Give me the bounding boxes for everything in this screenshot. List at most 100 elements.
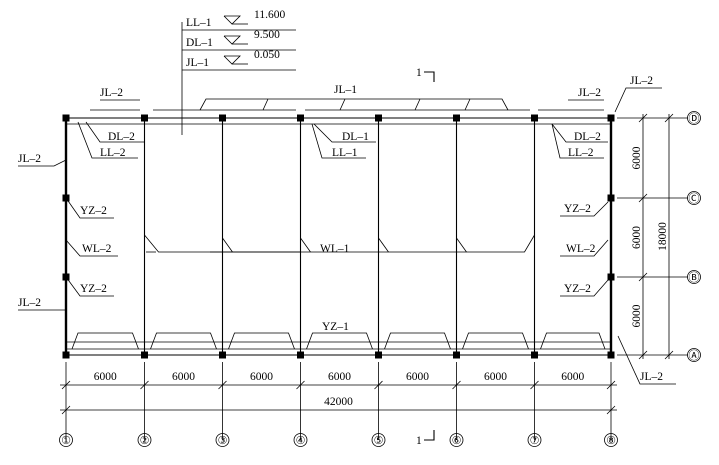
leader-jl2-bottom-right	[617, 335, 676, 385]
leader-dl2-left	[85, 121, 144, 143]
leader-yz2-right-upper	[560, 201, 609, 217]
dim-tick	[61, 380, 71, 390]
jl1-top-beam	[199, 98, 509, 111]
dim-bay-5: 6000	[406, 371, 429, 383]
elevation-triangle	[223, 15, 241, 25]
axis-label-col-6: ⑥	[452, 435, 462, 447]
label-yz2-right-lower: YZ–2	[564, 283, 591, 295]
wl1-girder	[144, 234, 535, 253]
dim-bay-7: 6000	[561, 371, 584, 383]
axis-bubble-col-7	[527, 433, 542, 447]
section-mark-bottom	[424, 430, 435, 441]
dim-tick	[638, 272, 648, 282]
axis-label-col-1: ①	[61, 435, 71, 447]
label-ll1-mid: LL–1	[332, 147, 358, 159]
axis-bubble-col-8	[604, 433, 618, 447]
dim-total-depth: 18000	[657, 222, 669, 251]
leader-jl2-corner-right	[614, 87, 662, 113]
column-square	[453, 351, 460, 359]
column-square	[607, 114, 615, 122]
yz1-bay-6	[462, 332, 529, 350]
column-square	[62, 351, 70, 359]
label-wl2-right: WL–2	[566, 243, 596, 255]
axis-bubble-row-Ⓐ	[687, 348, 701, 362]
elevation-value-3: 0.050	[254, 49, 280, 61]
elevation-triangle	[223, 55, 241, 65]
column-square	[375, 351, 382, 359]
axis-bubble-col-5	[371, 433, 386, 447]
column-square	[219, 351, 226, 359]
elevation-beam-3: JL–1	[186, 57, 209, 69]
axis-bubble-col-2	[137, 433, 152, 447]
leader-dl2-right	[551, 123, 608, 143]
dim-bay-4: 6000	[328, 371, 351, 383]
drawing-linework	[18, 15, 701, 447]
dim-tick	[452, 380, 461, 390]
axis-label-col-7: ⑦	[530, 435, 540, 447]
dim-tick	[664, 350, 674, 360]
column-square	[453, 114, 460, 122]
dim-tick	[218, 380, 227, 390]
wl1-brace	[378, 237, 389, 253]
label-jl2-bottom-right: JL–2	[640, 371, 663, 383]
axis-label-row-4: Ⓓ	[689, 112, 700, 125]
dim-tick	[606, 380, 616, 390]
label-ll2-left: LL–2	[100, 147, 126, 159]
elevation-beam-1: LL–1	[186, 17, 212, 29]
axis-bubble-col-1	[59, 433, 73, 447]
dim-tick	[638, 113, 648, 123]
axis-label-col-3: ③	[218, 435, 228, 447]
leader-wl2-right	[560, 239, 609, 257]
dim-tick	[61, 405, 71, 415]
leader-yz2-left-lower	[65, 276, 114, 297]
axis-bubble-col-3	[215, 433, 230, 447]
label-jl2-corner-right: JL–2	[630, 75, 653, 87]
section-mark-top	[424, 71, 435, 82]
leader-wl2-left	[65, 239, 118, 257]
label-dl2-left: DL–2	[108, 131, 135, 143]
label-jl2-left-upper: JL–2	[18, 153, 41, 165]
dim-bay-2: 6000	[172, 371, 195, 383]
leader-dl1-mid	[313, 123, 376, 143]
yz1-bay-3	[228, 332, 295, 350]
axis-label-row-2: Ⓑ	[689, 271, 700, 284]
dim-tick	[296, 380, 305, 390]
yz1-bay-2	[150, 332, 217, 350]
leader-ll2-right	[551, 123, 604, 159]
jl1-tick	[339, 98, 346, 111]
label-ll2-right: LL–2	[568, 147, 594, 159]
label-dl2-right: DL–2	[574, 131, 601, 143]
dim-tick	[664, 113, 674, 123]
section-mark-top-label: 1	[416, 67, 422, 79]
column-square	[297, 351, 304, 359]
label-dl1-mid: DL–1	[342, 131, 369, 143]
label-jl2-left-lower: JL–2	[18, 297, 41, 309]
axis-bubble-row-Ⓒ	[687, 191, 701, 205]
dim-tick	[374, 380, 383, 390]
leader-jl2-left-upper	[18, 159, 67, 167]
column-square	[531, 351, 538, 359]
wl1-brace	[300, 237, 311, 253]
wl1-brace	[456, 237, 467, 253]
leader-ll1-mid	[311, 123, 366, 159]
label-yz2-left-lower: YZ–2	[80, 283, 107, 295]
label-wl2-left: WL–2	[82, 243, 112, 255]
leader-yz2-left-upper	[65, 197, 114, 219]
label-yz2-right-upper: YZ–2	[564, 203, 591, 215]
axis-label-row-3: Ⓒ	[689, 192, 700, 205]
axis-label-row-1: Ⓐ	[689, 349, 700, 362]
yz1-bay-4	[306, 332, 373, 350]
dim-tick	[638, 193, 648, 203]
dim-tick	[140, 380, 149, 390]
label-yz2-left-upper: YZ–2	[80, 205, 107, 217]
label-wl1-mid: WL–1	[320, 243, 350, 255]
column-square	[141, 114, 148, 122]
column-square	[607, 194, 615, 202]
column-square	[375, 114, 382, 122]
dim-tick	[606, 405, 616, 415]
dim-span-3: 6000	[631, 304, 643, 327]
column-square	[219, 114, 226, 122]
axis-bubble-col-6	[449, 433, 464, 447]
